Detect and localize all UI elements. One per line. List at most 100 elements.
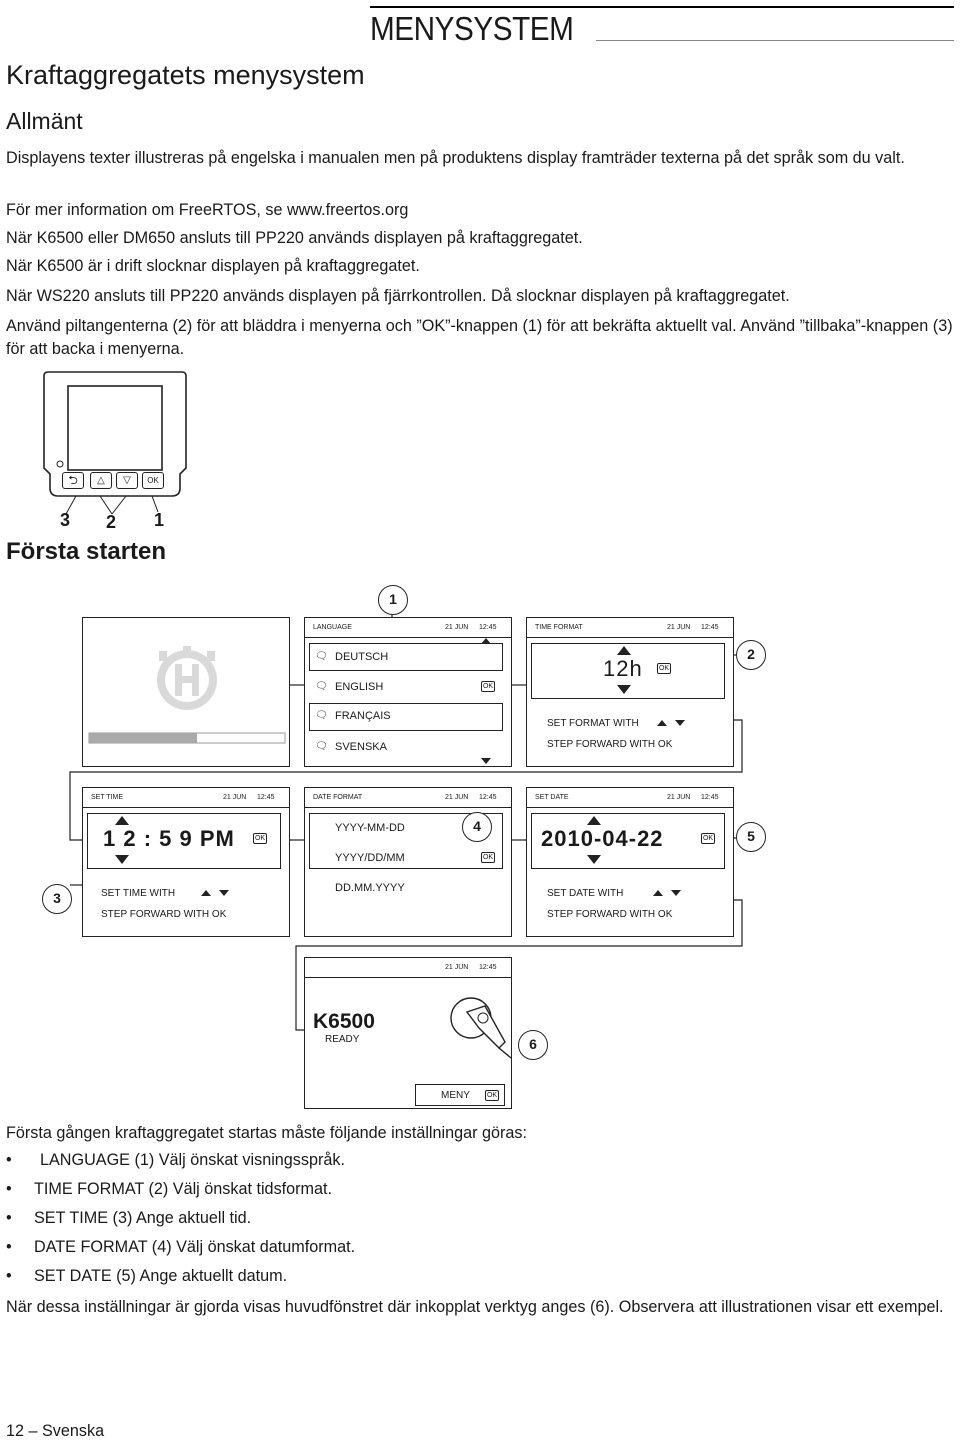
screen-time: 12:45 [479, 964, 497, 971]
instruction-line: STEP FORWARD WITH OK [547, 909, 673, 920]
tool-model: K6500 [313, 1010, 375, 1033]
menu-label: MENY [441, 1090, 470, 1101]
instruction-line: SET TIME WITH [101, 888, 176, 899]
time-format-screen: TIME FORMAT 21 JUN 12:45 12h OK SET FORM… [526, 617, 734, 767]
callout-4: 4 [462, 812, 492, 842]
tool-icon [450, 997, 512, 1059]
language-option[interactable]: FRANÇAIS [335, 710, 391, 722]
bullet: • [6, 1238, 12, 1256]
language-option-box [309, 703, 503, 731]
ok-button[interactable]: OK [142, 472, 164, 489]
screen-title: DATE FORMAT [313, 794, 363, 801]
screen-date: 21 JUN [667, 624, 691, 631]
instruction-line: SET FORMAT WITH [547, 718, 639, 729]
date-format-option[interactable]: DD.MM.YYYY [335, 882, 405, 894]
arrow-down-icon [219, 890, 229, 896]
set-date-screen: SET DATE 21 JUN 12:45 2010-04-22 OK SET … [526, 787, 734, 937]
bullet: • [6, 1180, 12, 1198]
list-item-text: DATE FORMAT (4) Välj önskat datumformat. [34, 1238, 356, 1256]
date-format-option[interactable]: YYYY-MM-DD [335, 822, 405, 834]
screen-title: SET TIME [91, 794, 124, 801]
screen-date: 21 JUN [223, 794, 247, 801]
screen-time: 12:45 [701, 794, 719, 801]
list-item-text: SET DATE (5) Ange aktuellt datum. [34, 1267, 288, 1285]
back-button[interactable]: ⮌ [62, 472, 84, 489]
instructions-intro: Första gången kraftaggregatet startas må… [6, 1124, 527, 1142]
decrease-icon [115, 855, 129, 864]
device-illustration: ⮌ △ ▽ OK 3 2 1 [40, 368, 190, 538]
tool-status: READY [325, 1034, 360, 1045]
arrow-up-icon [201, 890, 211, 896]
callout-3: 3 [42, 884, 72, 914]
bullet: • [6, 1151, 12, 1169]
screen-title: SET DATE [535, 794, 569, 801]
list-item-text: TIME FORMAT (2) Välj önskat tidsformat. [34, 1180, 333, 1198]
main-screen: 21 JUN 12:45 K6500 READY MENY OK [304, 957, 512, 1109]
language-option-box [309, 643, 503, 671]
down-button[interactable]: ▽ [116, 472, 138, 489]
list-item-text: SET TIME (3) Ange aktuell tid. [34, 1209, 252, 1227]
bullet: • [6, 1209, 12, 1227]
allmant-heading: Allmänt [6, 108, 83, 134]
page-title: Kraftaggregatets menysystem [6, 60, 365, 90]
forsta-starten-heading: Första starten [6, 538, 167, 565]
instruction-line: SET DATE WITH [547, 888, 624, 899]
callout-2: 2 [736, 640, 766, 670]
page-footer: 12 – Svenska [6, 1422, 105, 1440]
up-button[interactable]: △ [90, 472, 112, 489]
screen-time: 12:45 [479, 624, 497, 631]
paragraph: För mer information om FreeRTOS, se www.… [6, 201, 409, 219]
screen-header: SET DATE 21 JUN 12:45 [527, 788, 733, 808]
increase-icon [115, 816, 129, 825]
menu-box[interactable] [415, 1084, 505, 1106]
screen-time: 12:45 [479, 794, 497, 801]
paragraph: Displayens texter illustreras på engelsk… [6, 149, 905, 167]
paragraph: När K6500 eller DM650 ansluts till PP220… [6, 229, 583, 247]
header-rule [370, 6, 954, 8]
speech-icon: 🗨 [315, 681, 328, 692]
instruction-line: STEP FORWARD WITH OK [547, 739, 673, 750]
header-underline [596, 40, 954, 41]
speech-icon: 🗨 [315, 710, 328, 721]
section-title: MENYSYSTEM [370, 10, 574, 47]
paragraph: Använd piltangenterna (2) för att bläddr… [6, 317, 953, 358]
list-item-text: LANGUAGE (1) Välj önskat visningsspråk. [40, 1151, 345, 1169]
ok-badge: OK [657, 663, 671, 674]
screen-header: 21 JUN 12:45 [305, 958, 511, 978]
ok-badge: OK [701, 833, 715, 844]
speech-icon: 🗨 [315, 651, 328, 662]
date-format-option[interactable]: YYYY/DD/MM [335, 852, 405, 864]
screen-time: 12:45 [257, 794, 275, 801]
screen-date: 21 JUN [667, 794, 691, 801]
arrow-down-icon [671, 890, 681, 896]
husqvarna-logo-icon [88, 646, 286, 744]
ok-badge: OK [485, 1090, 499, 1101]
callout-back: 3 [60, 510, 71, 530]
screen-title: LANGUAGE [313, 624, 352, 631]
language-option[interactable]: ENGLISH [335, 681, 384, 693]
language-option[interactable]: SVENSKA [335, 741, 387, 753]
ok-badge: OK [481, 681, 495, 692]
screen-header: TIME FORMAT 21 JUN 12:45 [527, 618, 733, 638]
screen-title: TIME FORMAT [535, 624, 583, 631]
arrow-up-icon [657, 720, 667, 726]
splash-screen [82, 617, 290, 767]
set-time-screen: SET TIME 21 JUN 12:45 1 2 : 5 9 PM OK SE… [82, 787, 290, 937]
language-option[interactable]: DEUTSCH [335, 651, 389, 663]
instructions-outro: När dessa inställningar är gjorda visas … [6, 1298, 944, 1316]
increase-icon [587, 816, 601, 825]
time-value: 1 2 : 5 9 PM [103, 826, 235, 851]
decrease-icon [617, 685, 631, 694]
language-screen: LANGUAGE 21 JUN 12:45 🗨 DEUTSCH 🗨 ENGLIS… [304, 617, 512, 767]
device-outline [43, 371, 187, 515]
callout-5: 5 [736, 822, 766, 852]
date-format-screen: DATE FORMAT 21 JUN 12:45 YYYY-MM-DD YYYY… [304, 787, 512, 937]
screen-header: DATE FORMAT 21 JUN 12:45 [305, 788, 511, 808]
screen-header: LANGUAGE 21 JUN 12:45 [305, 618, 511, 638]
screen-date: 21 JUN [445, 794, 469, 801]
screen-date: 21 JUN [445, 964, 469, 971]
paragraph: När K6500 är i drift slocknar displayen … [6, 257, 420, 275]
callout-1: 1 [378, 585, 408, 615]
increase-icon [617, 646, 631, 655]
date-value: 2010-04-22 [541, 826, 664, 851]
